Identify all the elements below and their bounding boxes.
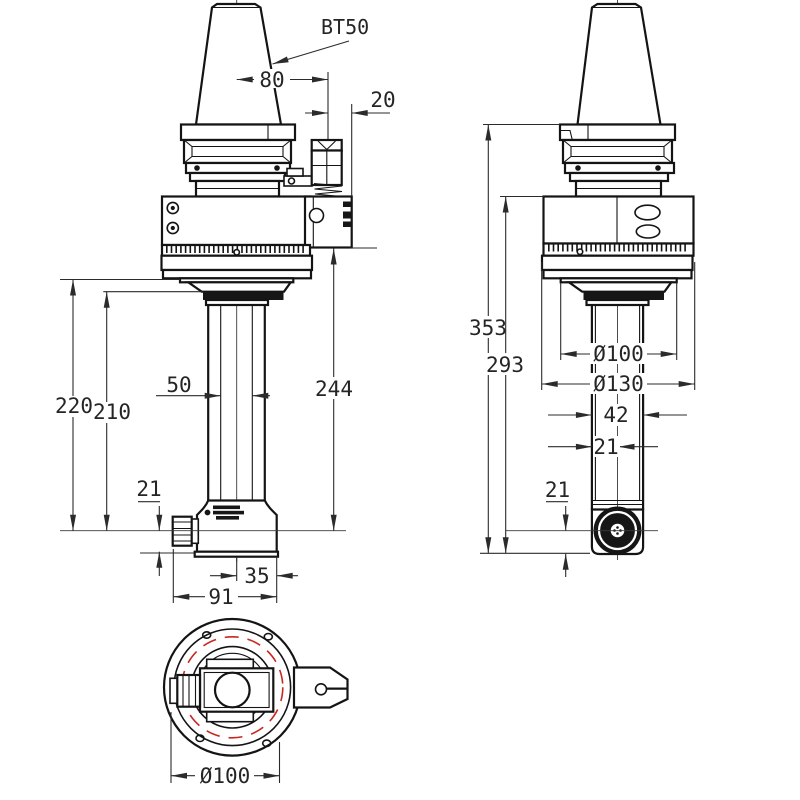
bt50-taper-outline xyxy=(194,2,283,126)
side-shaft-outline xyxy=(590,305,645,510)
flange-dot-right xyxy=(274,165,280,171)
dim-label-293: 293 xyxy=(486,353,524,377)
dim-label-20: 20 xyxy=(370,88,395,112)
scale-zero-marker xyxy=(233,248,241,256)
body-slot-upper xyxy=(634,204,661,221)
dim-label-80: 80 xyxy=(259,68,284,92)
front-shaft-outline xyxy=(207,305,266,501)
spindle-bore xyxy=(213,671,251,709)
flange-top-band xyxy=(179,123,297,142)
bottom-view-part xyxy=(162,617,349,757)
bolt-hole xyxy=(261,739,272,748)
bolt-hole xyxy=(263,632,274,641)
dim-label-220: 220 xyxy=(55,394,93,418)
dim-label-21-height: 21 xyxy=(545,478,570,502)
brand-marks xyxy=(204,505,244,520)
side-view-dimensions: 353 293 Ø100 Ø130 42 21 21 xyxy=(468,123,696,577)
side-bearing-band xyxy=(583,291,664,300)
front-view-part xyxy=(60,0,353,562)
dim-label-21-front: 21 xyxy=(136,477,161,501)
side-body-outline xyxy=(542,195,695,245)
body-slot-lower xyxy=(635,224,661,239)
dim-label-42: 42 xyxy=(603,403,628,427)
bottom-view-dimensions: Ø100 xyxy=(170,712,281,788)
dim-label-35: 35 xyxy=(244,564,269,588)
bolt-circle-centerline xyxy=(181,635,284,739)
dim-label-353: 353 xyxy=(469,316,507,340)
dim-label-244: 244 xyxy=(315,377,353,401)
side-taper-outline xyxy=(576,2,662,126)
dim-label-21-width: 21 xyxy=(593,435,618,459)
bolt-hole xyxy=(201,630,212,639)
dim-label-91: 91 xyxy=(208,585,233,609)
clamp-spring xyxy=(313,182,343,198)
dim-label-50: 50 xyxy=(166,373,191,397)
side-view-part xyxy=(506,0,695,560)
front-body-outline xyxy=(160,195,312,247)
dim-label-210: 210 xyxy=(93,400,131,424)
collet-nut-side xyxy=(171,515,193,547)
front-view-dimensions: BT50 80 20 220 210 50 244 21 xyxy=(53,15,396,609)
dim-label-d130: Ø130 xyxy=(593,372,644,396)
dim-label-d100-bottom: Ø100 xyxy=(200,764,251,788)
dim-label-bt50: BT50 xyxy=(321,15,369,39)
flange-dot-left xyxy=(194,165,200,171)
v-groove-band xyxy=(182,138,293,165)
bt50-leader-line xyxy=(272,40,350,65)
dim-label-d100-side: Ø100 xyxy=(593,342,644,366)
front-bearing-band xyxy=(203,291,284,300)
bolt-hole xyxy=(195,734,205,743)
